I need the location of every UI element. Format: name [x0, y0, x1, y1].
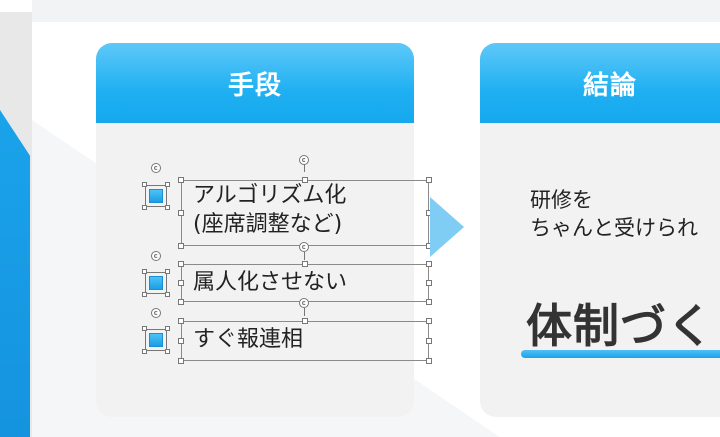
- resize-handle[interactable]: [426, 338, 432, 344]
- bullet-square-icon: [149, 333, 163, 347]
- bullet-selection: [145, 185, 167, 207]
- resize-handle[interactable]: [178, 210, 184, 216]
- text-box-algorithm[interactable]: アルゴリズム化 (座席調整など): [181, 180, 429, 246]
- resize-handle[interactable]: [165, 182, 170, 187]
- resize-handle[interactable]: [426, 280, 432, 286]
- resize-handle[interactable]: [142, 269, 147, 274]
- resize-handle[interactable]: [142, 205, 147, 210]
- resize-handle[interactable]: [178, 358, 184, 364]
- resize-handle[interactable]: [165, 349, 170, 354]
- resize-handle[interactable]: [165, 205, 170, 210]
- rotate-handle-icon[interactable]: [151, 308, 161, 318]
- rotate-handle-icon[interactable]: [151, 163, 161, 173]
- resize-handle[interactable]: [142, 292, 147, 297]
- rotate-stem: [304, 252, 305, 260]
- bullet-square-icon: [149, 276, 163, 290]
- resize-handle[interactable]: [142, 349, 147, 354]
- resize-handle[interactable]: [302, 261, 308, 267]
- rotate-stem: [304, 164, 305, 172]
- item-text-line: 属人化させない: [193, 270, 348, 295]
- resize-handle[interactable]: [165, 326, 170, 331]
- flow-arrow-icon: [430, 197, 464, 257]
- item-text-line: (座席調整など): [193, 212, 343, 237]
- bullet-square-icon: [149, 189, 163, 203]
- resize-handle[interactable]: [178, 338, 184, 344]
- text-box-no-silo[interactable]: 属人化させない: [181, 264, 429, 302]
- conclusion-line: ちゃんと受けられ: [530, 216, 698, 240]
- resize-handle[interactable]: [178, 177, 184, 183]
- resize-handle[interactable]: [302, 318, 308, 324]
- rail-top-gap: [0, 0, 32, 12]
- resize-handle[interactable]: [178, 243, 184, 249]
- item-text-line: アルゴリズム化: [193, 183, 347, 208]
- resize-handle[interactable]: [426, 177, 432, 183]
- resize-handle[interactable]: [426, 318, 432, 324]
- emphasis-underline: [521, 350, 720, 358]
- bullet-selection: [145, 272, 167, 294]
- resize-handle[interactable]: [165, 292, 170, 297]
- conclusion-text[interactable]: 研修を ちゃんと受けられ: [530, 186, 698, 242]
- item-text-line: すぐ報連相: [193, 327, 304, 352]
- rotate-handle-icon[interactable]: [299, 298, 309, 308]
- bullet-selection: [145, 329, 167, 351]
- means-card[interactable]: 手段: [96, 43, 414, 417]
- conclusion-line: 研修を: [530, 188, 593, 212]
- conclusion-emphasis[interactable]: 体制づく: [526, 299, 714, 353]
- resize-handle[interactable]: [178, 280, 184, 286]
- conclusion-card-title: 結論: [480, 43, 720, 123]
- bullet-shape[interactable]: [142, 182, 170, 210]
- top-strip: [0, 0, 720, 22]
- resize-handle[interactable]: [426, 358, 432, 364]
- resize-handle[interactable]: [426, 299, 432, 305]
- text-box-report[interactable]: すぐ報連相: [181, 321, 429, 361]
- resize-handle[interactable]: [178, 261, 184, 267]
- resize-handle[interactable]: [165, 269, 170, 274]
- means-card-title: 手段: [96, 43, 414, 123]
- rotate-stem: [304, 308, 305, 316]
- rotate-handle-icon[interactable]: [299, 155, 309, 165]
- bullet-shape[interactable]: [142, 269, 170, 297]
- resize-handle[interactable]: [426, 261, 432, 267]
- resize-handle[interactable]: [302, 177, 308, 183]
- bullet-shape[interactable]: [142, 326, 170, 354]
- rotate-handle-icon[interactable]: [299, 242, 309, 252]
- rotate-handle-icon[interactable]: [151, 251, 161, 261]
- resize-handle[interactable]: [142, 326, 147, 331]
- resize-handle[interactable]: [178, 318, 184, 324]
- resize-handle[interactable]: [142, 182, 147, 187]
- left-accent-shape: [0, 110, 30, 437]
- resize-handle[interactable]: [178, 299, 184, 305]
